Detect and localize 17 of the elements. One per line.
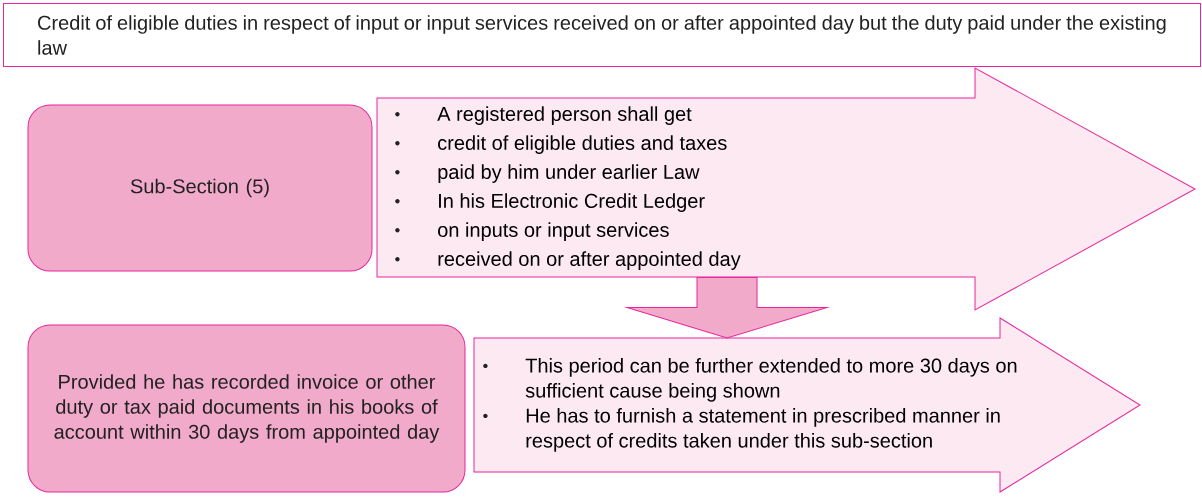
bullet-text: credit of eligible duties and taxes	[438, 135, 727, 154]
rounded-box	[27, 104, 373, 272]
arrow-box	[376, 67, 1196, 311]
heading-text: Credit of eligible duties in respect of input or input services received on or after appointed day but the duty paid under the existing law	[38, 15, 1166, 55]
bullet-text: on inputs or input services	[438, 222, 669, 241]
rounded-box	[27, 324, 466, 493]
arrow-box	[473, 317, 1141, 493]
down-arrow	[626, 276, 828, 339]
bullet-text: He has to furnish a statement in prescribed manner in respect of credits taken under this sub-section	[526, 408, 1000, 452]
box-text: Provided he has recorded invoice or other duty or tax paid documents in his books of account within 30 days from appointed day	[54, 374, 440, 443]
bullet-text: This period can be further extended to more 30 days on sufficient cause being shown	[525, 358, 1017, 402]
bullet-text: paid by him under earlier Law	[438, 164, 700, 183]
heading-box	[3, 3, 1201, 67]
bullet-text: received on or after appointed day	[438, 251, 741, 270]
bullet-text: A registered person shall get	[437, 106, 692, 125]
bullet-text: In his Electronic Credit Ledger	[439, 193, 705, 212]
box-text: Sub-Section (5)	[130, 178, 269, 198]
